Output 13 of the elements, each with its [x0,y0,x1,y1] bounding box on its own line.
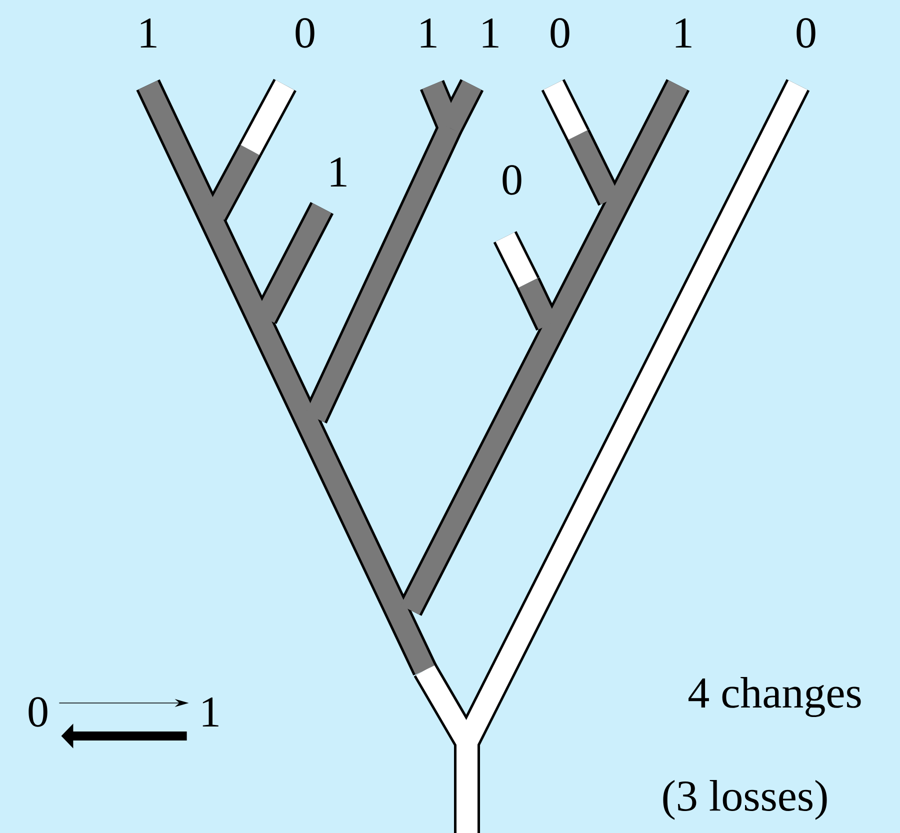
note-text: 4 changes [688,676,861,717]
state-label: 0 [502,165,522,195]
state-label: 1 [482,18,498,48]
state-label: 0 [28,697,48,727]
state-label: 0 [550,18,570,48]
state-label: 1 [330,157,346,187]
state-label: 1 [202,697,218,726]
state-label: 1 [140,18,156,48]
note-text: (3 losses) [663,780,827,820]
state-label: 1 [676,18,692,48]
state-label: 0 [796,18,816,48]
state-label: 0 [296,18,314,48]
state-label: 1 [420,18,436,48]
